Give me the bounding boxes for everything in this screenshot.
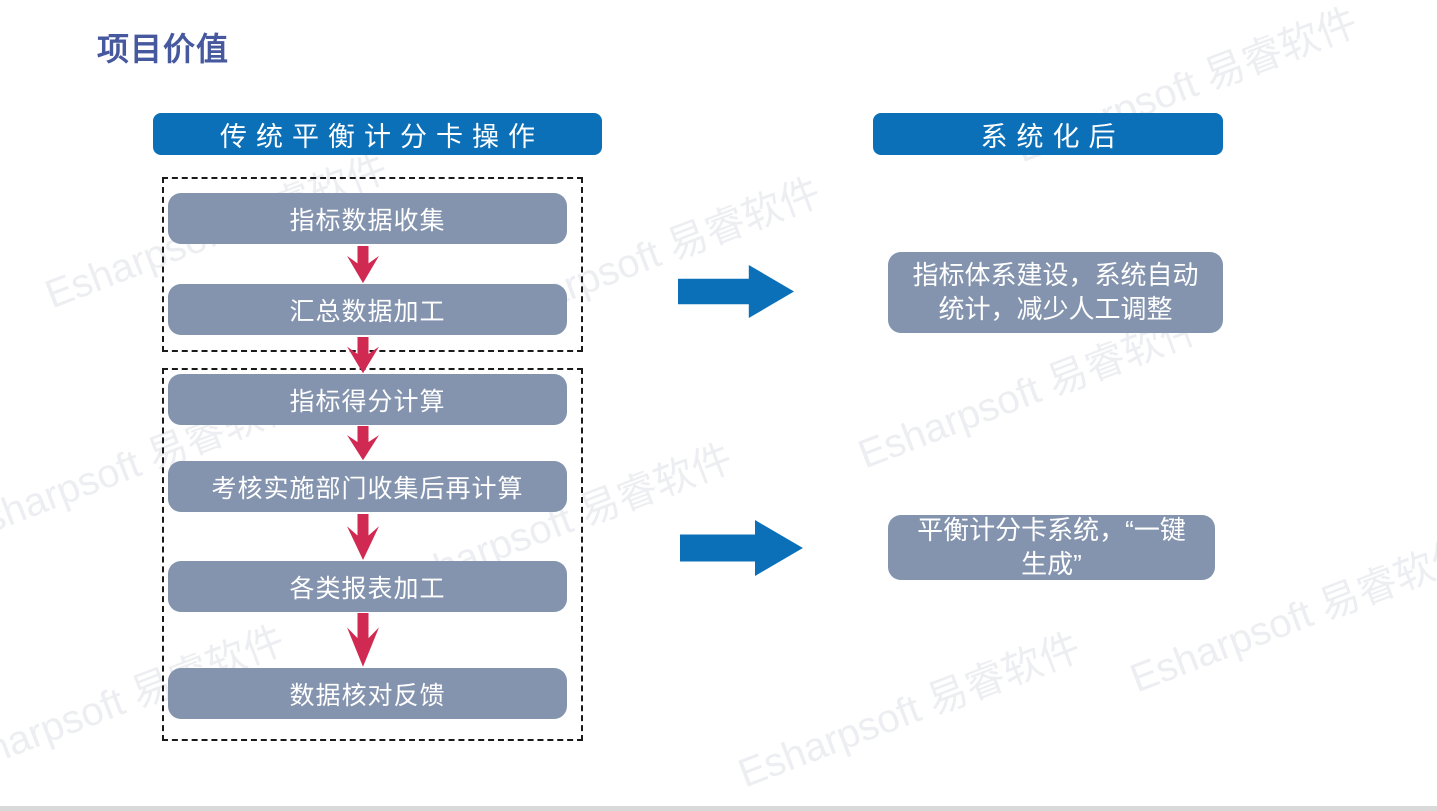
- down-arrow-icon: [347, 337, 379, 374]
- result-box: 指标体系建设，系统自动统计，减少人工调整: [888, 252, 1223, 333]
- process-group-2-border: [162, 368, 583, 741]
- process-step: 汇总数据加工: [168, 284, 567, 335]
- process-group-1-border: [162, 177, 583, 352]
- down-arrow-icon: [347, 613, 379, 667]
- right-column-header: 系统化后: [873, 113, 1223, 155]
- left-column-header: 传统平衡计分卡操作: [153, 113, 602, 155]
- right-arrow-icon: [680, 520, 803, 576]
- down-arrow-icon: [347, 514, 379, 560]
- process-step: 指标得分计算: [168, 374, 567, 425]
- footer-divider: [0, 806, 1437, 811]
- process-step: 各类报表加工: [168, 561, 567, 612]
- process-step: 指标数据收集: [168, 193, 567, 244]
- page-title: 项目价值: [97, 31, 230, 67]
- right-arrow-icon: [678, 264, 795, 319]
- process-step: 考核实施部门收集后再计算: [168, 461, 567, 512]
- down-arrow-icon: [347, 426, 379, 461]
- process-step: 数据核对反馈: [168, 668, 567, 719]
- down-arrow-icon: [347, 246, 379, 284]
- result-box: 平衡计分卡系统，“一键生成”: [888, 515, 1215, 580]
